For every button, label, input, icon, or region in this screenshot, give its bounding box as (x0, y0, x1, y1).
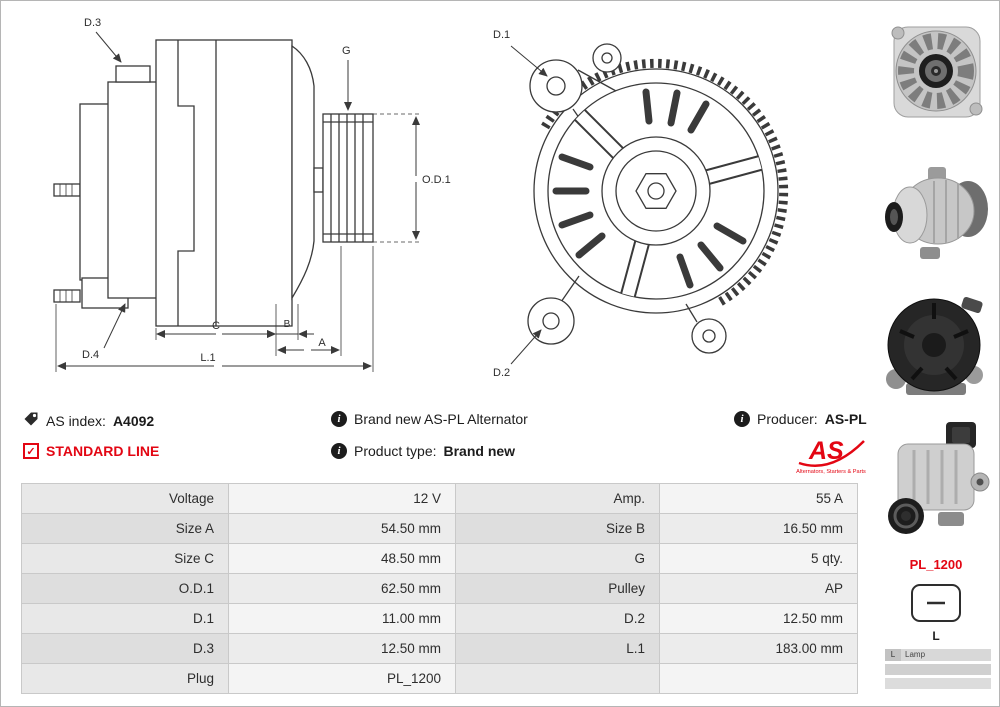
dim-label-d3: D.3 (84, 17, 101, 29)
spec-value: PL_1200 (228, 663, 456, 694)
table-row: Size C 48.50 mm G 5 qty. (21, 543, 858, 574)
spec-value: 12.50 mm (659, 603, 858, 634)
side-view-drawing: D.3 G O.D.1 D.4 C B A L. (53, 17, 451, 372)
tag-icon (23, 411, 39, 430)
plug-connector: L (876, 583, 996, 643)
producer-value: AS-PL (824, 411, 867, 427)
plug-pin-label: L (932, 629, 940, 643)
spec-value (659, 663, 858, 694)
spec-value: 48.50 mm (228, 543, 456, 574)
spec-label (455, 663, 660, 694)
product-photo-2 (876, 159, 996, 271)
dim-label-c: C (212, 320, 220, 332)
spec-label: D.2 (455, 603, 660, 634)
product-photo-3 (876, 283, 996, 405)
table-row: D.1 11.00 mm D.2 12.50 mm (21, 603, 858, 634)
spec-value: 54.50 mm (228, 513, 456, 544)
plug-code-label: PL_1200 (909, 557, 963, 572)
dim-label-g: G (342, 45, 351, 57)
as-pl-logo: AS Alternators, Starters & Parts (793, 433, 869, 482)
spec-value: AP (659, 573, 858, 604)
legend-bar (885, 678, 991, 689)
table-row: Size A 54.50 mm Size B 16.50 mm (21, 513, 858, 544)
info-icon: i (734, 411, 750, 427)
spec-table: Voltage 12 V Amp. 55 A Size A 54.50 mm S… (21, 483, 858, 694)
spec-label: Pulley (455, 573, 660, 604)
front-view-drawing: D.1 D.2 (493, 29, 789, 379)
standard-line-label: STANDARD LINE (46, 443, 160, 459)
spec-value: 5 qty. (659, 543, 858, 574)
spec-label: Size B (455, 513, 660, 544)
info-icon: i (331, 411, 347, 427)
dim-label-a: A (318, 337, 326, 349)
spec-value: 11.00 mm (228, 603, 456, 634)
dim-label-b: B (284, 319, 291, 330)
as-index-label: AS index: (46, 412, 106, 429)
legend-bar (885, 664, 991, 675)
spec-value: 62.50 mm (228, 573, 456, 604)
spec-value: 12 V (228, 483, 456, 514)
dim-label-d1: D.1 (493, 29, 510, 41)
product-photo-1 (876, 13, 996, 133)
spec-value: 12.50 mm (228, 633, 456, 664)
dim-label-l1: L.1 (200, 352, 215, 364)
spec-label: G (455, 543, 660, 574)
spec-label: Voltage (21, 483, 229, 514)
plug-legend: L Lamp (885, 649, 991, 689)
brand-new-row: i Brand new AS-PL Alternator (331, 411, 528, 427)
spec-label: L.1 (455, 633, 660, 664)
spec-label: Amp. (455, 483, 660, 514)
product-type-value: Brand new (443, 443, 516, 459)
legend-label: Lamp (901, 649, 991, 661)
spec-label: Size C (21, 543, 229, 574)
dim-label-d4: D.4 (82, 349, 99, 361)
spec-label: Plug (21, 663, 229, 694)
product-photo-4 (876, 416, 996, 543)
brand-new-text: Brand new AS-PL Alternator (354, 411, 528, 427)
as-index-value: A4092 (112, 412, 155, 429)
spec-label: Size A (21, 513, 229, 544)
table-row: O.D.1 62.50 mm Pulley AP (21, 573, 858, 604)
table-row: Voltage 12 V Amp. 55 A (21, 483, 858, 514)
product-type-row: i Product type: Brand new (331, 443, 515, 459)
producer-row: i Producer: AS-PL (734, 411, 867, 427)
spec-value: 16.50 mm (659, 513, 858, 544)
plug-connector-icon (911, 584, 961, 622)
table-row: D.3 12.50 mm L.1 183.00 mm (21, 633, 858, 664)
checkmark-icon: ✓ (23, 443, 39, 459)
legend-code: L (885, 649, 901, 661)
producer-label: Producer: (757, 411, 818, 427)
dim-label-od1: O.D.1 (422, 174, 451, 186)
logo-tagline: Alternators, Starters & Parts (796, 469, 866, 475)
info-icon: i (331, 443, 347, 459)
spec-label: O.D.1 (21, 573, 229, 604)
product-type-label: Product type: (354, 443, 437, 459)
table-row: Plug PL_1200 (21, 663, 858, 694)
spec-value: 183.00 mm (659, 633, 858, 664)
as-index-row: AS index: A4092 (23, 411, 154, 430)
spec-label: D.1 (21, 603, 229, 634)
standard-line-row: ✓ STANDARD LINE (23, 443, 159, 459)
dim-label-d2: D.2 (493, 367, 510, 379)
spec-value: 55 A (659, 483, 858, 514)
logo-text: AS (808, 437, 844, 465)
spec-label: D.3 (21, 633, 229, 664)
